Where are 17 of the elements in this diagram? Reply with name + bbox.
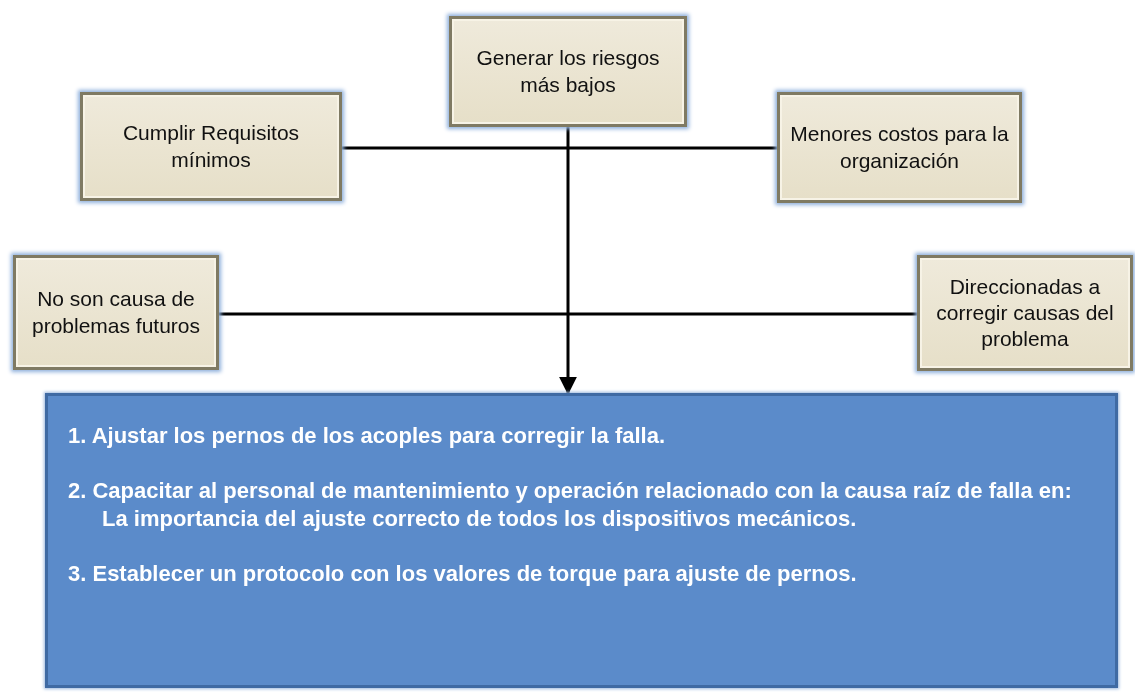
box-label: No son causa de problemas futuros <box>30 286 202 339</box>
concept-box <box>917 255 1133 371</box>
concept-box <box>777 92 1022 203</box>
list-item: 3. Establecer un protocolo con los valores de torque para ajuste de pernos. <box>68 559 858 588</box>
box-label: Menores costos para la organización <box>789 121 1010 174</box>
connector-line <box>219 312 917 316</box>
action-list-panel <box>45 393 1118 688</box>
arrow <box>559 127 577 395</box>
list-item: 2. Capacitar al personal de mantenimiento y operación relacionado con la causa raíz de falla en: La importancia del ajuste correcto de todos los dispositivos mecánicos. <box>68 476 1073 534</box>
box-label: Generar los riesgos más bajos <box>475 45 661 98</box>
concept-box <box>80 92 342 201</box>
box-label: Direccionadas a corregir causas del problema <box>935 273 1115 353</box>
list-item: 1. Ajustar los pernos de los acoples para corregir la falla. <box>68 422 667 450</box>
concept-box <box>13 255 219 370</box>
concept-box <box>449 16 687 127</box>
box-label: Cumplir Requisitos mínimos <box>121 120 301 173</box>
connector-line <box>342 146 777 150</box>
